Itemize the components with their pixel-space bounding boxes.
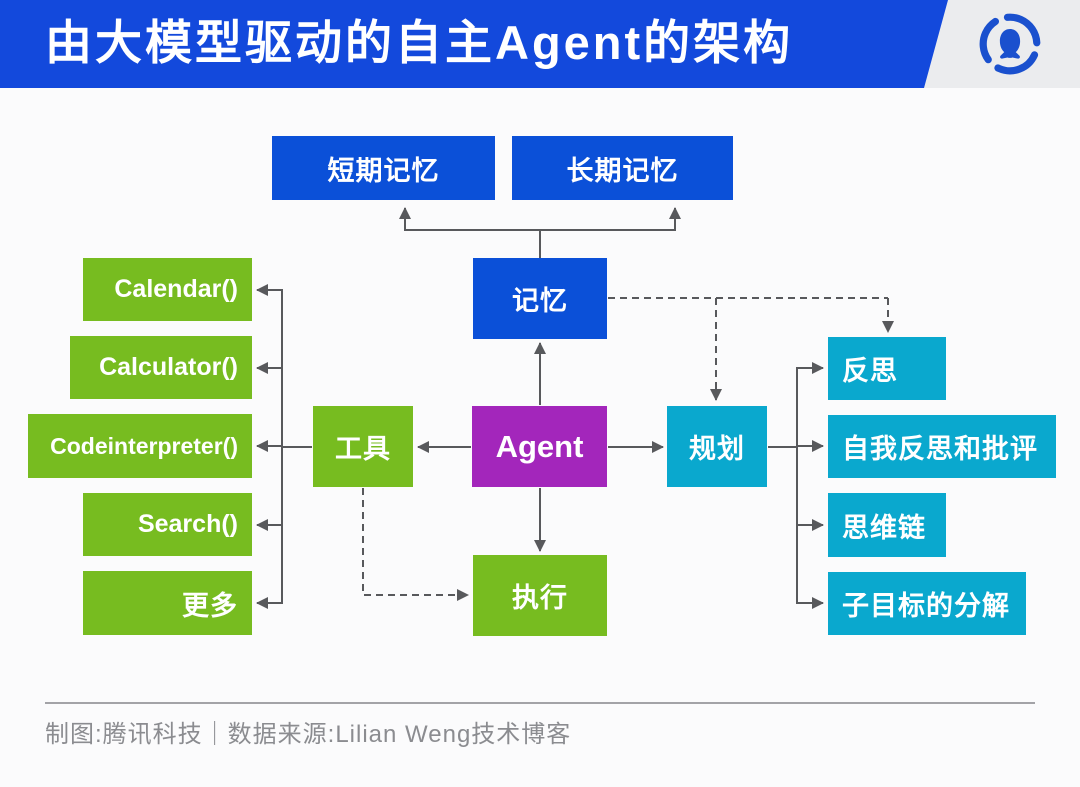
node-self-reflection-criticism: 自我反思和批评: [828, 415, 1056, 478]
node-action: 执行: [473, 555, 607, 636]
node-agent: Agent: [472, 406, 607, 487]
node-calendar: Calendar(): [83, 258, 252, 321]
tencent-tech-penguin-icon: [977, 11, 1043, 77]
node-codeinterpreter: Codeinterpreter(): [28, 414, 252, 478]
node-planning: 规划: [667, 406, 767, 487]
node-subgoal-decomposition: 子目标的分解: [828, 572, 1026, 635]
dashed-connectors: [362, 297, 894, 601]
node-more: 更多: [83, 571, 252, 635]
credit-text: 制图:腾讯科技｜数据来源:Lilian Weng技术博客: [45, 721, 572, 748]
node-memory: 记忆: [473, 258, 607, 339]
node-long-term-memory: 长期记忆: [512, 136, 733, 200]
node-calculator: Calculator(): [70, 336, 252, 399]
footer-divider: [45, 702, 1035, 704]
node-short-term-memory: 短期记忆: [272, 136, 495, 200]
node-search: Search(): [83, 493, 252, 556]
header-banner: [0, 0, 948, 88]
header: 由大模型驱动的自主Agent的架构: [0, 0, 1080, 88]
node-chain-of-thought: 思维链: [828, 493, 946, 557]
node-reflection: 反思: [828, 337, 946, 400]
page-title: 由大模型驱动的自主Agent的架构: [45, 16, 794, 69]
node-tools: 工具: [313, 406, 413, 487]
